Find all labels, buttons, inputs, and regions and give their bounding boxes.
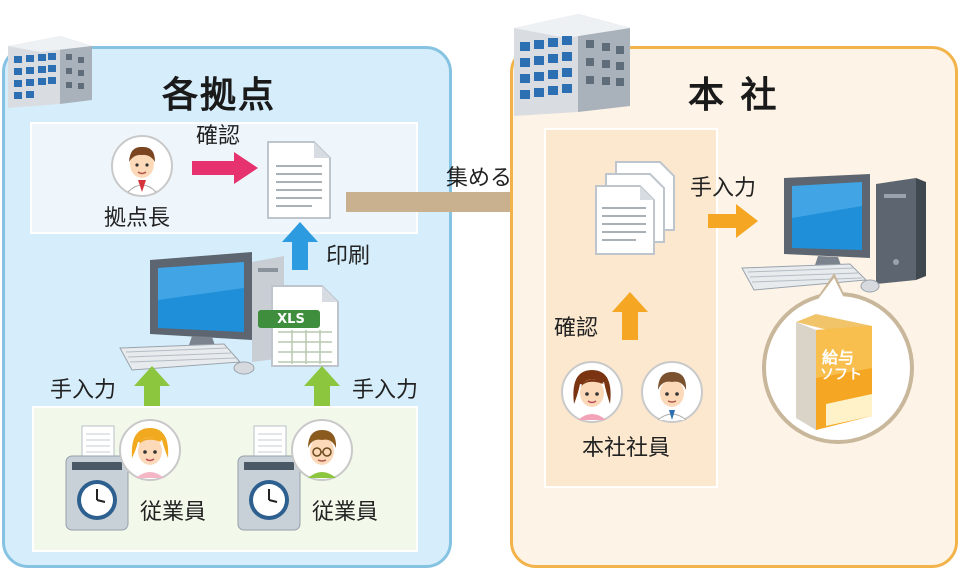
payroll-software-box-icon: [796, 314, 872, 430]
employee-label-left: 従業員: [140, 500, 207, 525]
manager-label: 拠点長: [104, 206, 171, 231]
staff-label: 本社社員: [582, 436, 671, 461]
input-arrow-green-left: [134, 366, 170, 412]
xls-label: XLS: [277, 312, 305, 327]
headquarters-title: 本 社: [688, 75, 779, 116]
input-arrow-orange: [708, 204, 758, 238]
input-label-branch-right: 手入力: [352, 378, 419, 403]
confirm-label-branch: 確認: [196, 124, 241, 149]
input-label-hq: 手入力: [690, 176, 757, 201]
input-arrow-green-right: [304, 366, 340, 412]
manager-avatar: [111, 135, 173, 197]
time-clock-icon-left: [65, 425, 129, 531]
confirm-arrow-pink: [192, 152, 258, 184]
confirm-arrow-orange: [612, 292, 648, 340]
employee-label-right: 従業員: [312, 500, 379, 525]
collect-arrow-brown: [346, 180, 578, 224]
staff-avatar-female: [561, 361, 623, 423]
print-label: 印刷: [326, 244, 371, 269]
input-label-branch-left: 手入力: [50, 378, 117, 403]
staff-avatar-male: [641, 361, 703, 423]
manager-box: [30, 122, 418, 234]
employee-avatar-female: [119, 419, 181, 481]
headquarters-computer-icon: [741, 174, 926, 293]
xls-spreadsheet-icon: [258, 285, 339, 367]
print-arrow-blue: [282, 222, 318, 270]
document-icon: [267, 141, 331, 219]
collect-label: 集める: [446, 166, 513, 191]
confirm-label-hq: 確認: [554, 316, 599, 341]
branch-building-icon: [8, 36, 92, 108]
headquarters-building-icon: [514, 14, 630, 116]
documents-stack-icon: [595, 161, 675, 255]
branch-computer-icon: [119, 252, 284, 375]
branch-title: 各拠点: [162, 75, 277, 116]
software-label-line1: 給与: [822, 348, 855, 367]
time-clock-icon-right: [237, 425, 301, 531]
employee-avatar-male: [291, 419, 353, 481]
software-label-line2: ソフト: [820, 367, 862, 383]
